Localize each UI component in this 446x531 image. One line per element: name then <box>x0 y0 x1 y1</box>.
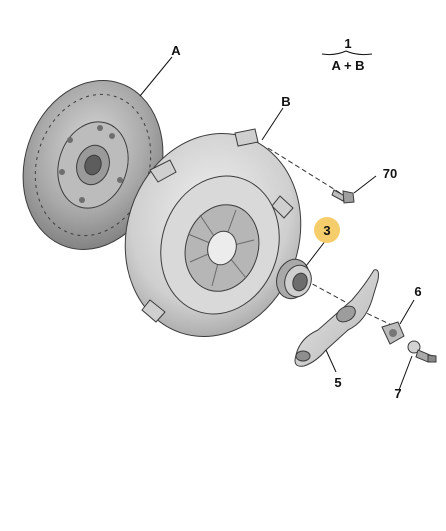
callout-6: 6 <box>414 284 421 299</box>
legend-parts: A + B <box>331 58 364 73</box>
release-fork <box>294 269 379 367</box>
leader-B <box>261 107 284 141</box>
clutch-disc <box>22 80 164 250</box>
callout-5: 5 <box>334 375 341 390</box>
callout-3-highlight <box>314 217 340 243</box>
bolt <box>331 189 355 204</box>
pivot-stud <box>407 340 437 363</box>
callout-7: 7 <box>394 386 401 401</box>
callout-70: 70 <box>383 166 397 181</box>
legend-brace <box>321 50 373 56</box>
release-bearing <box>276 258 312 300</box>
leader-6 <box>399 299 415 325</box>
legend: 1 A + B <box>321 36 373 73</box>
leader-5 <box>325 349 337 373</box>
leader-7 <box>398 355 413 391</box>
callout-B: B <box>281 94 290 109</box>
leader-A <box>139 56 173 97</box>
callout-3: 3 <box>323 223 330 238</box>
callout-A: A <box>171 43 181 58</box>
leader-70 <box>353 175 377 194</box>
retaining-clip <box>381 321 405 345</box>
legend-index: 1 <box>344 36 351 51</box>
leader-lines <box>139 56 415 391</box>
pressure-plate <box>124 128 302 337</box>
leader-3 <box>305 239 327 267</box>
callout-labels: A B 70 3 6 5 7 <box>171 43 421 401</box>
